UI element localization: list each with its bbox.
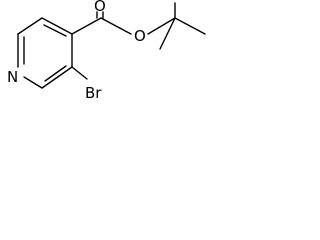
bond-carbonyl-c-ester-o bbox=[100, 17, 132, 35]
ring-double-bond-bottom-right bbox=[44, 65, 67, 82]
bond-ester-o-tbu-c bbox=[147, 17, 176, 35]
pyridine-ring bbox=[17, 17, 73, 89]
molecule-structure: N Br O O bbox=[7, 0, 206, 102]
ester-oxygen-label: O bbox=[134, 27, 146, 45]
ring-bond-c3-c4 bbox=[41, 17, 73, 35]
tbu-methyl-right bbox=[174, 17, 206, 35]
bond-c5-br bbox=[71, 66, 88, 80]
tbu-methyl-left bbox=[159, 17, 176, 50]
tert-butyl-group bbox=[159, 2, 206, 50]
ring-double-bond-top-right bbox=[43, 24, 67, 37]
ring-bond-c5-c6 bbox=[41, 66, 73, 89]
bromine-label: Br bbox=[85, 84, 102, 102]
carbonyl-oxygen-label: O bbox=[94, 0, 106, 15]
bond-c4-carbonyl-c bbox=[71, 17, 102, 35]
nitrogen-label: N bbox=[7, 68, 18, 86]
ester-group bbox=[71, 11, 176, 35]
ring-bond-c6-n bbox=[23, 76, 43, 89]
ring-bond-c2-c3 bbox=[17, 17, 43, 35]
